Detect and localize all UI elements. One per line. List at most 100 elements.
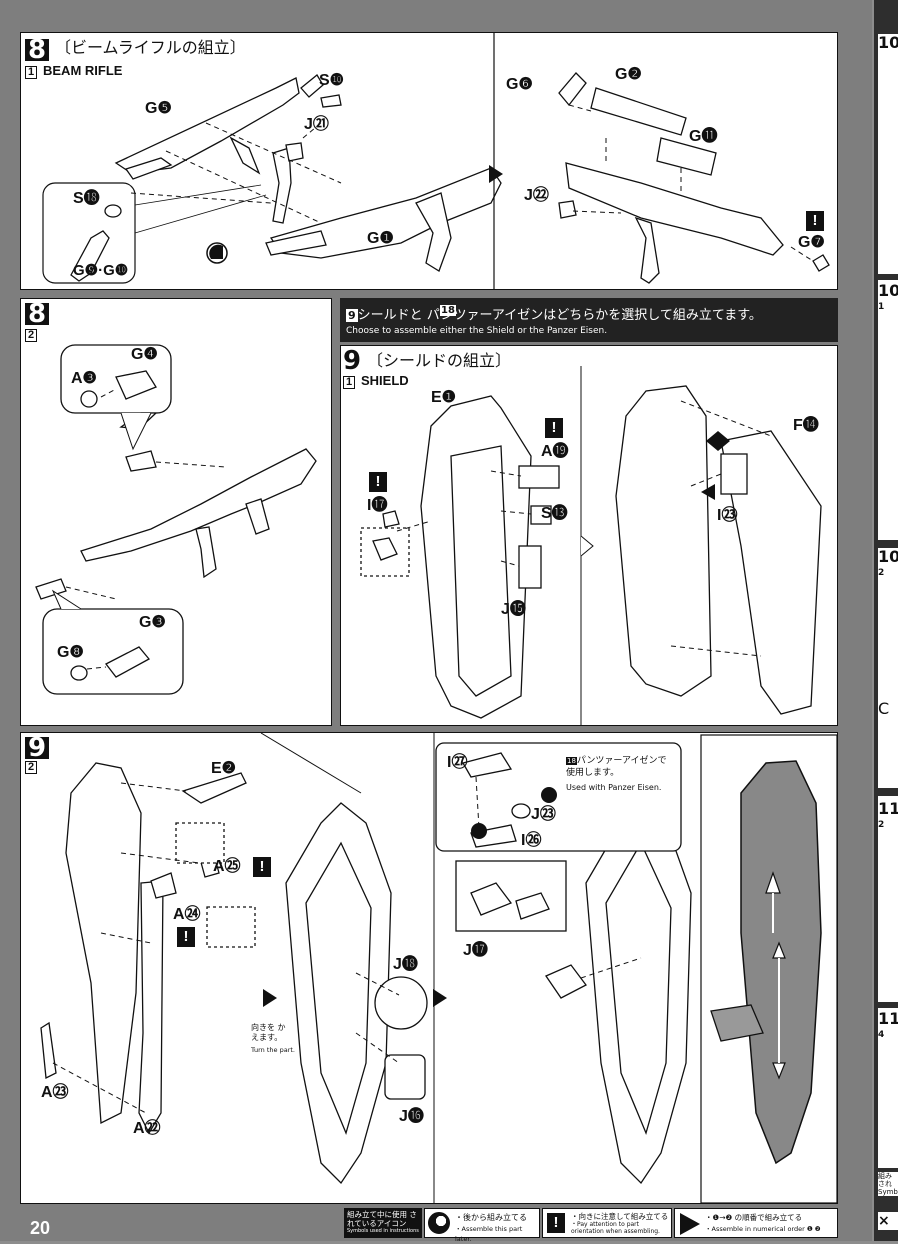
- part-label-A3: A❸: [71, 370, 97, 387]
- page-number: 20: [30, 1218, 51, 1238]
- orientation-warning-icon: !: [547, 1213, 565, 1233]
- part-label-A19: A⓳: [541, 443, 569, 460]
- legend-orientation: ! ・向きに注意して組み立てる ・Pay attention to part o…: [542, 1208, 672, 1238]
- step8-sub2-panel: 8 2 G❹ A❸ G❸ G❽: [20, 298, 332, 726]
- edge-substep: 2: [878, 820, 898, 830]
- part-label-J17: J⓱: [463, 942, 488, 959]
- edge-substep: 1: [878, 302, 898, 312]
- panzer-badge: 18: [566, 757, 577, 765]
- part-label-G3: G❸: [139, 614, 166, 631]
- orientation-warning-icon: !: [253, 857, 271, 877]
- part-label-I17: I⓱: [367, 497, 388, 514]
- panzer-note-jp: 18パンツァーアイゼンで 使用します。: [566, 755, 678, 779]
- part-label-G8: G❽: [57, 644, 84, 661]
- order-icon: [680, 1213, 700, 1235]
- part-label-G2: G❷: [615, 66, 642, 83]
- turn-part-jp: 向きを かえます。: [251, 1023, 286, 1042]
- edge-step-number: 10: [878, 548, 898, 566]
- panzer-note-jp-text: パンツァーアイゼンで 使用します。: [566, 756, 667, 778]
- select-note-badge-18: 18: [440, 305, 456, 316]
- substep-number: 2: [25, 761, 38, 774]
- next-page-panel: [878, 1008, 898, 1168]
- part-label-G7: G❼: [798, 234, 825, 251]
- edge-step-number: 10: [878, 282, 898, 300]
- legend-later-en: ・Assemble this part later.: [455, 1225, 523, 1243]
- part-label-E1: E❶: [431, 389, 457, 406]
- step-title: 〔ビームライフルの組立〕: [55, 38, 246, 57]
- substep-number: 1: [343, 376, 356, 389]
- legend-order: ・❶→❷ の順番で組み立てる ・Assemble in numerical or…: [674, 1208, 838, 1238]
- step-number: 9: [25, 735, 50, 761]
- part-label-I27: I㉗: [447, 754, 468, 771]
- step-arrow: [433, 989, 447, 1007]
- legend-heading-jp: 組み立て中に使用 されているアイコン: [347, 1210, 417, 1228]
- legend-heading-en: Symbols used in instructions: [347, 1228, 419, 1234]
- part-label-G11: G⓫: [689, 128, 718, 145]
- shield-assembly-diagram: [40, 733, 837, 1203]
- select-note-en: Choose to assemble either the Shield or …: [346, 326, 608, 336]
- panzer-note-en: Used with Panzer Eisen.: [566, 783, 662, 792]
- legend-orient-jp: ・向きに注意して組み立てる: [571, 1212, 669, 1221]
- shield-diagram: [360, 366, 822, 725]
- part-label-S10: S❿: [319, 72, 345, 89]
- legend-later-jp: ・後から組み立てる: [455, 1213, 527, 1222]
- step-number: 8: [25, 301, 50, 327]
- part-label-J18: J⓲: [393, 956, 418, 973]
- legend-order-en: ・Assemble in numerical order ❶ ❷: [705, 1225, 821, 1233]
- part-label-G5: G❺: [145, 100, 172, 117]
- part-label-S13: S⓭: [541, 505, 568, 522]
- substep-name: BEAM RIFLE: [43, 63, 123, 78]
- substep-number: 1: [25, 66, 38, 79]
- step-arrow: [489, 165, 503, 183]
- part-label-J21: J㉑: [304, 116, 329, 133]
- next-page-panel: [878, 796, 898, 1002]
- part-label-E2: E❷: [211, 760, 237, 777]
- rifle-detail-diagram: [35, 344, 317, 695]
- orientation-warning-icon: !: [369, 472, 387, 492]
- turn-part-en: Turn the part.: [251, 1046, 295, 1054]
- step-title: 〔シールドの組立〕: [367, 351, 512, 370]
- orientation-warning-icon: !: [177, 927, 195, 947]
- part-label-G1: G❶: [367, 230, 394, 247]
- step-arrow: [263, 989, 277, 1007]
- part-label-G6: G❻: [506, 76, 533, 93]
- beam-rifle-diagram: [42, 33, 830, 289]
- part-label-F14: F⓮: [793, 417, 819, 434]
- next-page-panel: [878, 548, 898, 788]
- substep-name: SHIELD: [361, 373, 409, 388]
- step-number: 8: [25, 37, 50, 63]
- step8-beam-rifle-panel: 8 〔ビームライフルの組立〕 1 BEAM RIFLE: [20, 32, 838, 290]
- part-label-J15: J⓯: [501, 601, 526, 618]
- legend-later: ・後から組み立てる ・Assemble this part later.: [424, 1208, 540, 1243]
- edge-step-number: 10: [878, 34, 898, 52]
- legend-heading: 組み立て中に使用 されているアイコン Symbols used in instr…: [344, 1208, 422, 1238]
- part-label-A22: A㉒: [133, 1120, 161, 1137]
- step-number: 9: [343, 346, 362, 376]
- part-label-G9G10: G❾·G❿: [73, 262, 129, 279]
- orientation-warning-icon: !: [545, 418, 563, 438]
- later-icon: [428, 1212, 450, 1234]
- badge-9: 9: [346, 309, 358, 322]
- edge-letter: C: [878, 700, 898, 718]
- part-label-J23: J㉓: [531, 806, 556, 823]
- part-label-S18: S⓲: [73, 190, 100, 207]
- part-label-A23: A㉓: [41, 1084, 69, 1101]
- part-label-J16: J⓰: [399, 1108, 424, 1125]
- legend-order-jp: ・❶→❷ の順番で組み立てる: [705, 1213, 803, 1222]
- edge-substep: 2: [878, 568, 898, 578]
- next-page-panel: [878, 34, 898, 274]
- orientation-warning-icon: !: [806, 211, 824, 231]
- next-page-panel: [878, 280, 898, 540]
- legend-orient-en: ・Pay attention to part orientation when …: [571, 1221, 660, 1235]
- step9-shield-panel: 9 〔シールドの組立〕 1 SHIELD: [340, 345, 838, 726]
- edge-step-number: 11: [878, 800, 898, 818]
- part-label-A25: A㉕: [213, 858, 241, 875]
- part-label-I23: I㉓: [717, 507, 738, 524]
- edge-step-number: 11: [878, 1010, 898, 1028]
- select-note-jp-text: シールドと パンツァーアイゼンはどちらかを選択して組み立てます。: [357, 308, 762, 323]
- part-label-G4: G❹: [131, 346, 158, 363]
- edge-x-mark: ×: [878, 1212, 898, 1230]
- part-label-A24: A㉔: [173, 906, 201, 923]
